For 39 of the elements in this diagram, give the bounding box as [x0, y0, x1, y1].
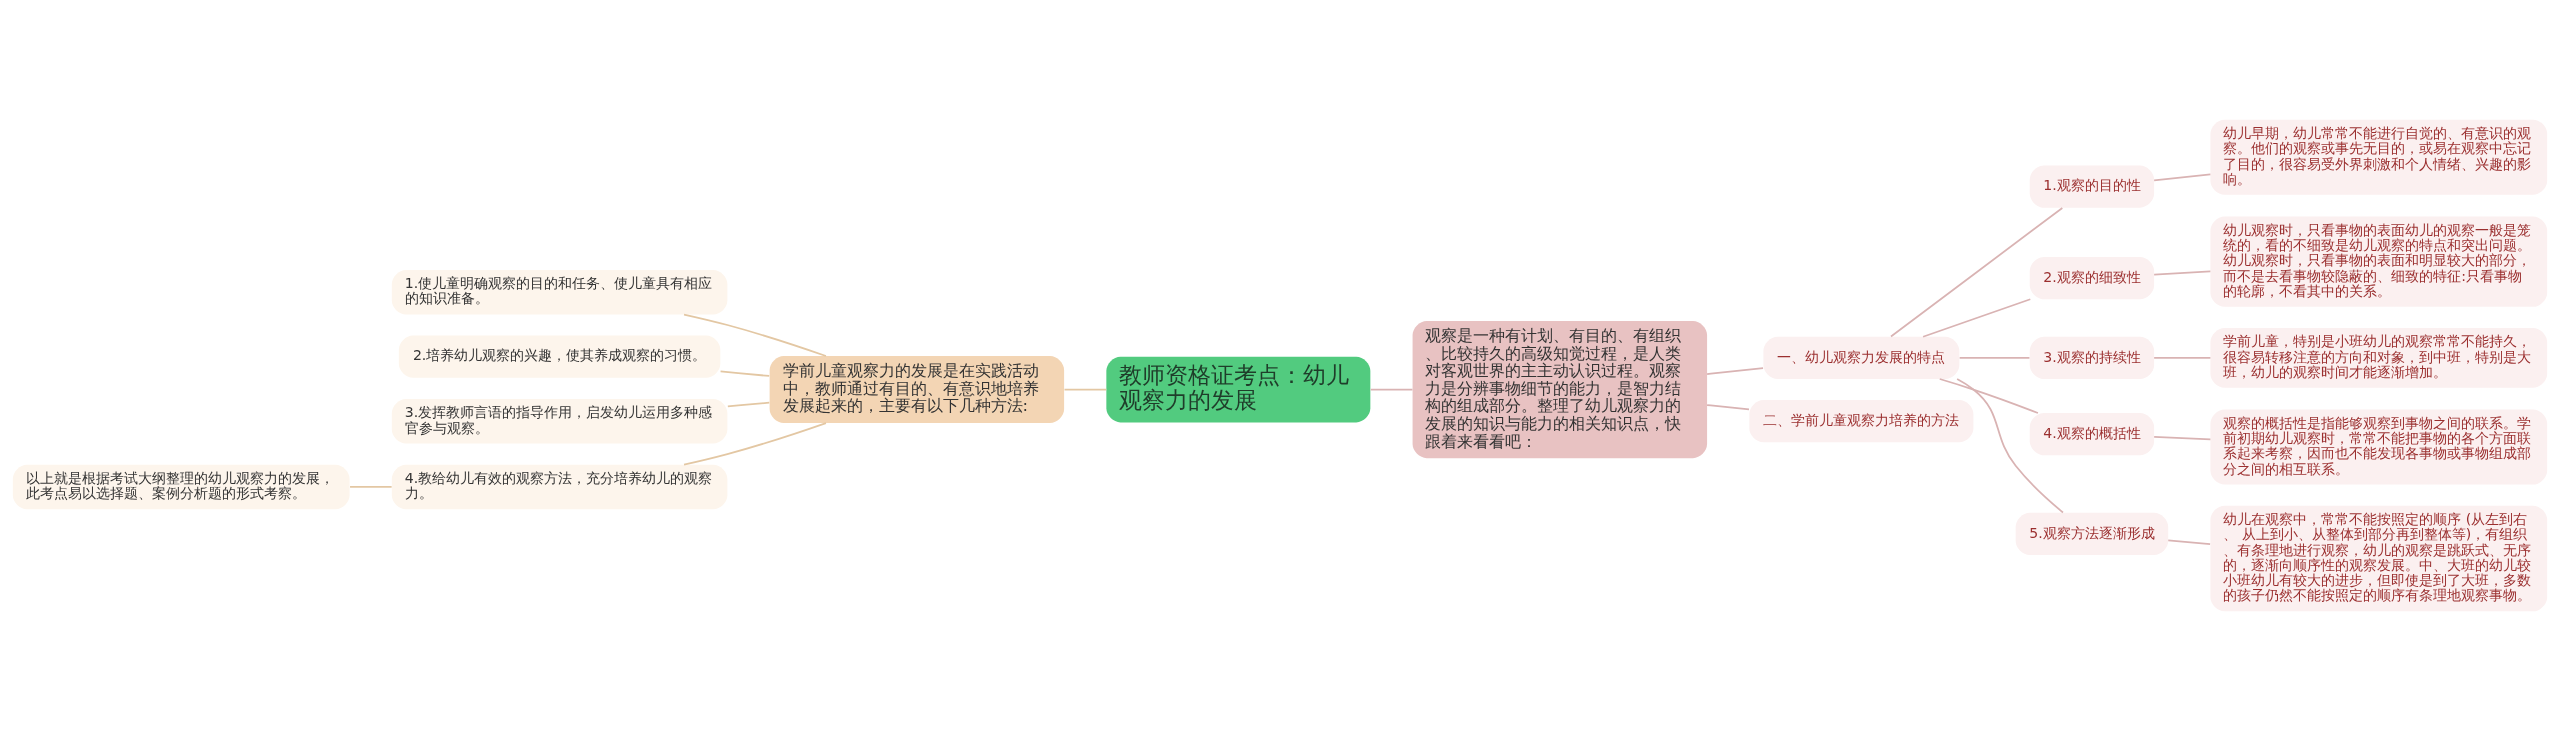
node-box: 4.观察的概括性: [2029, 412, 2155, 455]
connector: [1890, 206, 2064, 337]
connector: [349, 485, 393, 488]
connector: [1956, 377, 2064, 513]
connector: [1958, 356, 2031, 359]
connector: [2153, 173, 2212, 181]
node-box: 观察的概括性是指能够观察到事物之间的联系。学前初期幼儿观察时，常常不能把事物的各个方面联系起来考察，因而也不能发现各事物或事物组成部分之间的相互联系。: [2210, 409, 2548, 485]
node-box: 2.培养幼儿观察的兴趣，使其养成观察的习惯。: [398, 335, 721, 378]
node-box: 4.教给幼儿有效的观察方法，充分培养幼儿的观察力。: [391, 464, 728, 509]
node-box: 幼儿观察时，只看事物的表面幼儿的观察一般是笼统的，看的不细致是幼儿观察的特点和突出问题。幼儿观察时，只看事物的表面和明显较大的部分，而不是去看事物较隐蔽的、细致的特征:只看事物的轮廓，不看其中的关系。: [2210, 216, 2548, 307]
node-box: 观察是一种有计划、有目的、有组织、比较持久的高级知觉过程，是人类对客观世界的主主动认识过程。观察力是分辨事物细节的能力，是智力结构的组成部分。整理了幼儿观察力的发展的知识与能力的相关知识点，快跟着来看看吧：: [1412, 320, 1708, 458]
node-box: 教师资格证考点：幼儿观察力的发展: [1106, 356, 1371, 422]
node-box: 3.观察的持续性: [2029, 336, 2155, 379]
connector: [2167, 539, 2211, 545]
node-box: 二、学前儿童观察力培养的方法: [1749, 399, 1974, 442]
node-box: 幼儿在观察中，常常不能按照定的顺序 (从左到右、 从上到小、从整体到部分再到整体等)，有组织、有条理地进行观察，幼儿的观察是跳跃式、无序的，逐渐向顺序性的观察发展。中、大班的幼儿较小班幼儿有较大的进步，但即使是到了大班，多数的孩子仍然不能按照定的顺序有条理地观察事物。: [2210, 505, 2548, 611]
connector: [719, 370, 771, 377]
node-box: 2.观察的细致性: [2029, 256, 2155, 299]
connector: [726, 401, 771, 407]
connector: [683, 421, 827, 465]
connector: [1938, 377, 2039, 414]
connector: [1063, 388, 1108, 390]
connector: [1922, 297, 2032, 338]
connector: [2153, 269, 2212, 275]
connector: [683, 313, 827, 357]
node-box: 幼儿早期，幼儿常常不能进行自觉的、有意识的观察。他们的观察或事先无目的，或易在观察中忘记了目的，很容易受外界刺激和个人情绪、兴趣的影响。: [2210, 119, 2548, 195]
node-box: 学前儿童，特别是小班幼儿的观察常常不能持久，很容易转移注意的方向和对象，到中班，特别是大班，幼儿的观察时间才能逐渐增加。: [2210, 327, 2548, 388]
connector: [1706, 366, 1764, 375]
connector: [2153, 356, 2212, 359]
node-box: 1.使儿童明确观察的目的和任务、使儿童具有相应的知识准备。: [391, 269, 728, 314]
node-box: 以上就是根据考试大纲整理的幼儿观察力的发展，此考点易以选择题、案例分析题的形式考察。: [12, 464, 350, 509]
connector: [1369, 388, 1414, 390]
node-box: 学前儿童观察力的发展是在实践活动中，教师通过有目的、有意识地培养发展起来的，主要有以下几种方法:: [769, 355, 1065, 423]
node-box: 5.观察方法逐渐形成: [2015, 512, 2169, 555]
node-box: 1.观察的目的性: [2029, 164, 2155, 208]
node-box: 3.发挥教师言语的指导作用，启发幼儿运用多种感官参与观察。: [391, 398, 728, 443]
connector: [1706, 403, 1750, 410]
node-box: 一、幼儿观察力发展的特点: [1763, 336, 1960, 379]
connector: [2153, 435, 2212, 440]
